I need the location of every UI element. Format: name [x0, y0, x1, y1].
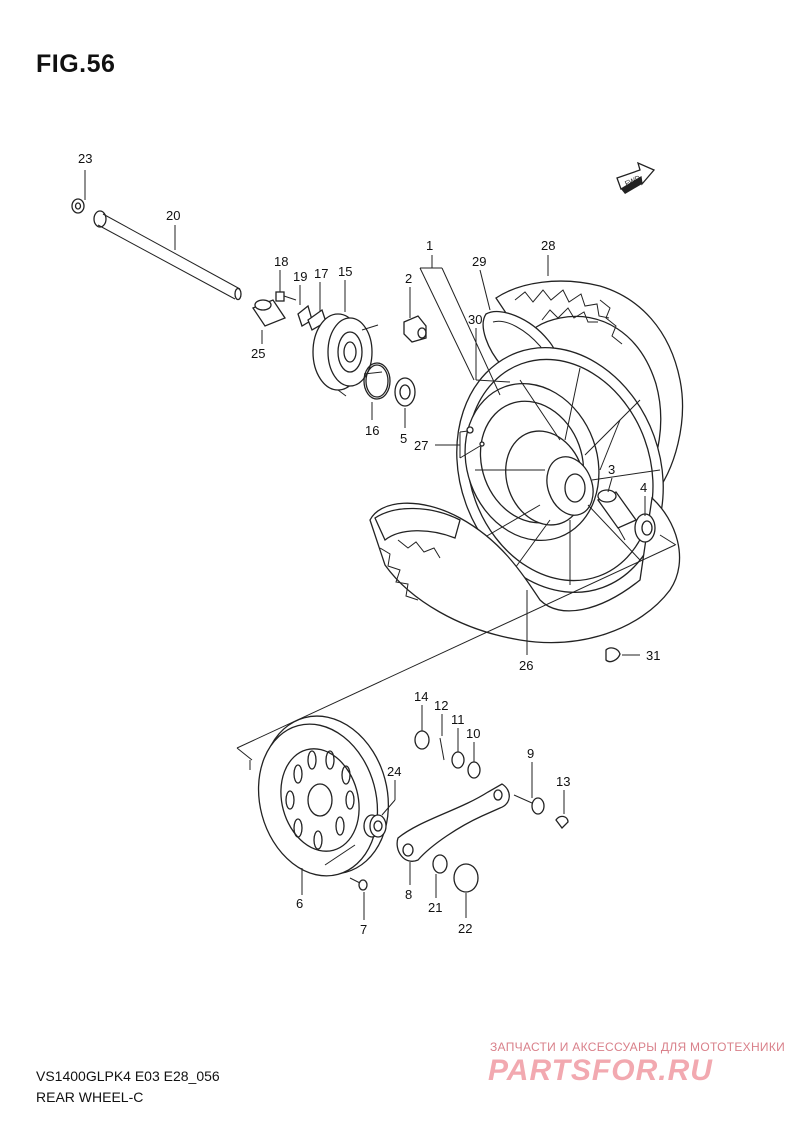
part-drum-15 — [312, 313, 383, 397]
part-cover-22 — [453, 863, 479, 893]
section-title: REAR WHEEL-C — [36, 1089, 144, 1105]
callout-12: 12 — [434, 698, 448, 713]
callout-31: 31 — [646, 648, 660, 663]
part-spacer-24 — [363, 814, 387, 838]
callout-13: 13 — [556, 774, 570, 789]
part-bearing-4 — [634, 513, 656, 543]
part-spacer-25 — [252, 299, 286, 327]
part-nut-11 — [451, 751, 465, 769]
callout-17: 17 — [314, 266, 328, 281]
callout-15: 15 — [338, 264, 352, 279]
part-axle-20 — [93, 210, 242, 301]
callout-4: 4 — [640, 480, 647, 495]
part-spacer-2 — [403, 315, 427, 343]
part-disc-6 — [257, 715, 390, 877]
part-weight-31 — [605, 647, 621, 663]
part-nut-21 — [432, 854, 448, 874]
watermark-tagline: ЗАПЧАСТИ И АКСЕССУАРЫ ДЛЯ МОТОТЕХНИКИ — [490, 1040, 786, 1054]
part-spacer-3 — [597, 489, 637, 529]
part-bearing-5 — [394, 377, 416, 407]
callout-18: 18 — [274, 254, 288, 269]
leader-lines — [84, 170, 646, 920]
callout-25: 25 — [251, 346, 265, 361]
callout-1: 1 — [426, 238, 433, 253]
callout-10: 10 — [466, 726, 480, 741]
part-valve-27 — [466, 426, 485, 447]
part-cap-13 — [555, 815, 569, 829]
part-wheel-1 — [456, 347, 664, 593]
callout-14: 14 — [414, 689, 428, 704]
callout-16: 16 — [365, 423, 379, 438]
callout-26: 26 — [519, 658, 533, 673]
part-oring-16 — [363, 362, 391, 400]
callout-11: 11 — [451, 712, 465, 727]
part-bolt-18 — [275, 291, 297, 302]
callout-5: 5 — [400, 431, 407, 446]
callout-6: 6 — [296, 896, 303, 911]
callout-27: 27 — [414, 438, 428, 453]
callout-22: 22 — [458, 921, 472, 936]
model-code: VS1400GLPK4 E03 E28_056 — [36, 1068, 220, 1084]
part-tire-26 — [369, 496, 681, 644]
part-washer-10 — [467, 761, 481, 779]
callout-23: 23 — [78, 151, 92, 166]
part-bolt-9 — [513, 794, 545, 815]
figure-number: FIG.56 — [36, 50, 116, 78]
callout-21: 21 — [428, 900, 442, 915]
callout-9: 9 — [527, 746, 534, 761]
part-nut-23 — [71, 198, 85, 214]
callout-3: 3 — [608, 462, 615, 477]
callout-24: 24 — [387, 764, 401, 779]
callout-28: 28 — [541, 238, 555, 253]
part-collar-14 — [414, 730, 430, 750]
callout-19: 19 — [293, 269, 307, 284]
callout-7: 7 — [360, 922, 367, 937]
part-bolt-7 — [349, 877, 368, 891]
part-torque-arm-8 — [396, 783, 510, 862]
callout-20: 20 — [166, 208, 180, 223]
callout-29: 29 — [472, 254, 486, 269]
watermark-logo: PARTSFOR.RU — [488, 1054, 713, 1087]
callout-8: 8 — [405, 887, 412, 902]
callout-2: 2 — [405, 271, 412, 286]
callout-30: 30 — [468, 312, 482, 327]
part-pin-12 — [439, 737, 445, 761]
fwd-arrow-icon: FWD — [616, 161, 656, 194]
